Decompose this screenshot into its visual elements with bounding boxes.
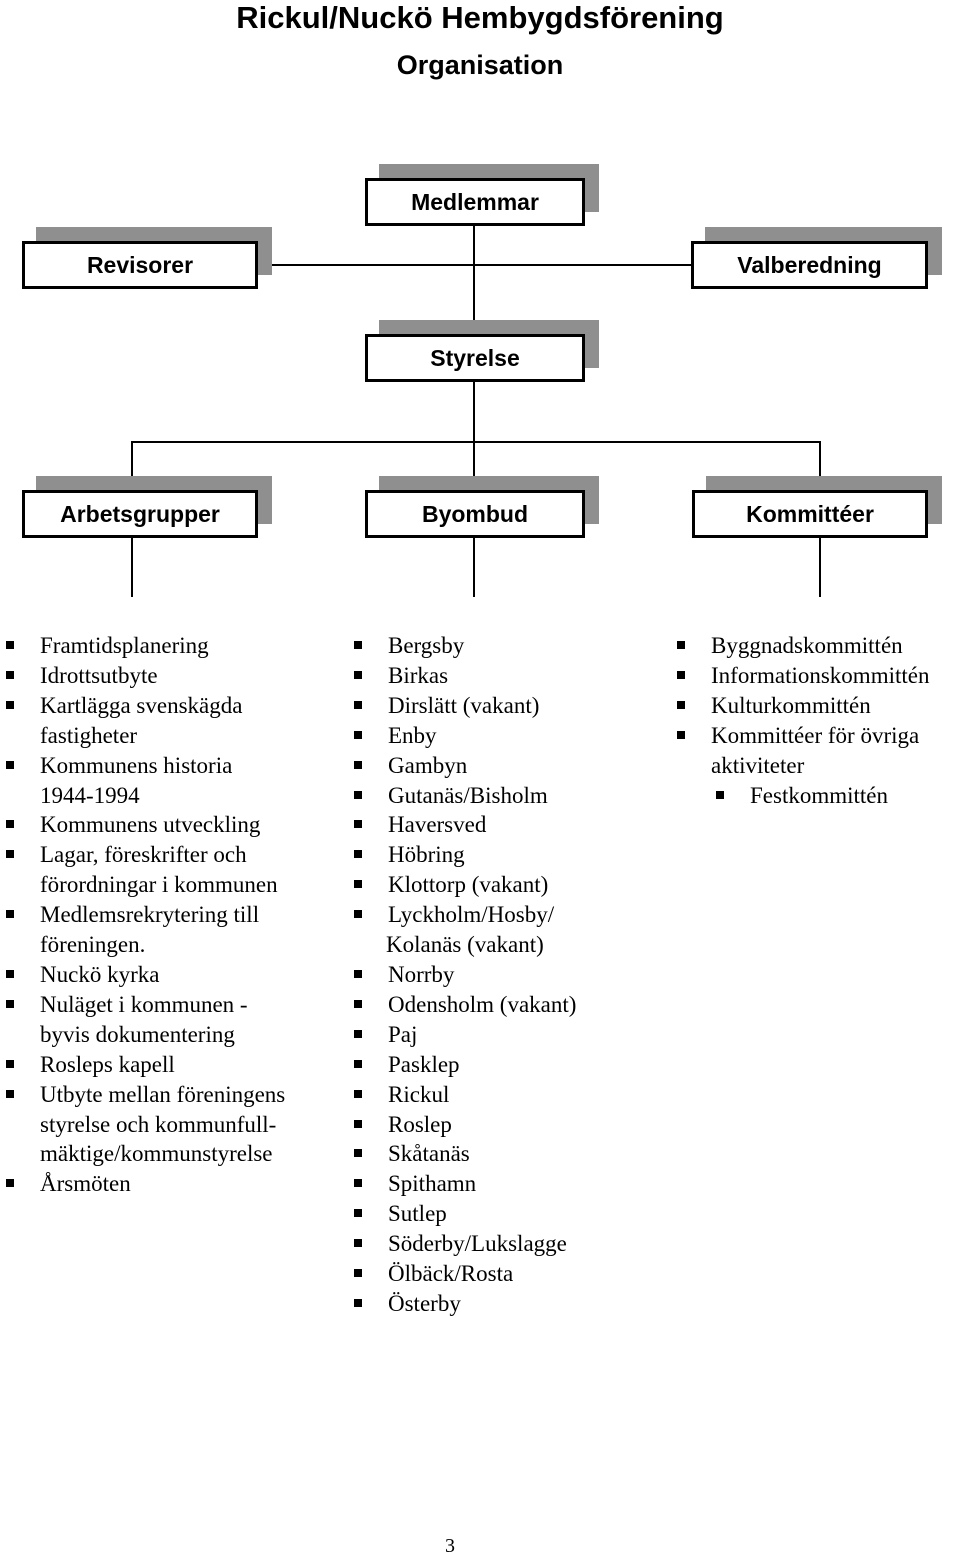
box-valberedning: Valberedning: [691, 241, 928, 289]
connector-medlemmar-styrelse: [473, 225, 475, 336]
list-item-continuation: Kolanäs (vakant): [386, 932, 544, 958]
list-item: Nuckö kyrka: [4, 960, 334, 990]
list-item: Höbring: [352, 840, 652, 870]
list-item: Spithamn: [352, 1169, 652, 1199]
box-styrelse: Styrelse: [365, 334, 585, 382]
list-item: Österby: [352, 1289, 652, 1319]
list-item: Utbyte mellan föreningens: [4, 1080, 334, 1110]
byombud-list: Bergsby Birkas Dirslätt (vakant) Enby Ga…: [352, 631, 652, 1319]
list-item-continuation: aktiviteter: [711, 752, 805, 778]
list-item: Årsmöten: [4, 1169, 334, 1199]
list-item: Kommittéer för övriga: [675, 721, 959, 751]
connector-arbetsgrupper-up: [131, 441, 133, 491]
connector-kommitteer-down: [819, 537, 821, 597]
list-item: Kommunens utveckling: [4, 810, 334, 840]
list-item: Idrottsutbyte: [4, 661, 334, 691]
list-item: Kulturkommittén: [675, 691, 959, 721]
list-item-continuation: fastigheter: [40, 722, 138, 748]
list-item: Klottorp (vakant): [352, 870, 652, 900]
list-item: Kartlägga svenskägda: [4, 691, 334, 721]
list-item-continuation: förordningar i kommunen: [40, 872, 278, 898]
connector-revisorer-valberedning: [256, 264, 694, 266]
arbetsgrupper-list: Framtidsplanering Idrottsutbyte Kartlägg…: [4, 631, 334, 1199]
list-item: Odensholm (vakant): [352, 990, 652, 1020]
kommitteer-list: Byggnadskommittén Informationskommittén …: [675, 631, 959, 810]
list-item: Framtidsplanering: [4, 631, 334, 661]
list-item: Lagar, föreskrifter och: [4, 840, 334, 870]
box-revisorer: Revisorer: [22, 241, 258, 289]
page-title: Rickul/Nuckö Hembygdsförening: [236, 0, 724, 35]
list-item: Medlemsrekrytering till: [4, 900, 334, 930]
box-kommitteer: Kommittéer: [692, 490, 928, 538]
page-subtitle: Organisation: [396, 50, 564, 80]
list-item: Skåtanäs: [352, 1139, 652, 1169]
box-medlemmar: Medlemmar: [365, 178, 585, 226]
list-item-continuation: 1944-1994: [40, 782, 140, 808]
connector-byombud-down: [473, 537, 475, 597]
list-item: Roslep: [352, 1110, 652, 1140]
list-item: Enby: [352, 721, 652, 751]
list-item: Nuläget i kommunen -: [4, 990, 334, 1020]
list-item: Norrby: [352, 960, 652, 990]
list-item: Kommunens historia: [4, 751, 334, 781]
list-item-continuation: styrelse och kommunfull-: [40, 1111, 277, 1137]
box-arbetsgrupper: Arbetsgrupper: [22, 490, 258, 538]
list-item-continuation: mäktige/kommunstyrelse: [40, 1141, 273, 1167]
connector-arbetsgrupper-down: [131, 537, 133, 597]
list-item: Rickul: [352, 1080, 652, 1110]
connector-kommitteer-up: [819, 441, 821, 491]
list-item-continuation: föreningen.: [40, 932, 146, 958]
list-item: Haversved: [352, 810, 652, 840]
list-item: Informationskommittén: [675, 661, 959, 691]
list-item: Rosleps kapell: [4, 1050, 334, 1080]
list-subitem: Festkommittén: [675, 781, 959, 811]
page-number: 3: [445, 1535, 455, 1557]
list-item: Gambyn: [352, 751, 652, 781]
list-item: Pasklep: [352, 1050, 652, 1080]
list-item: Ölbäck/Rosta: [352, 1259, 652, 1289]
box-byombud: Byombud: [365, 490, 585, 538]
list-item: Byggnadskommittén: [675, 631, 959, 661]
list-item: Söderby/Lukslagge: [352, 1229, 652, 1259]
list-item: Gutanäs/Bisholm: [352, 781, 652, 811]
connector-styrelse-down: [473, 381, 475, 491]
list-item: Bergsby: [352, 631, 652, 661]
list-item: Birkas: [352, 661, 652, 691]
connector-horizontal-bar: [132, 441, 820, 443]
list-item: Paj: [352, 1020, 652, 1050]
list-item: Lyckholm/Hosby/: [352, 900, 652, 930]
list-item-continuation: byvis dokumentering: [40, 1021, 235, 1047]
list-item: Sutlep: [352, 1199, 652, 1229]
list-item: Dirslätt (vakant): [352, 691, 652, 721]
